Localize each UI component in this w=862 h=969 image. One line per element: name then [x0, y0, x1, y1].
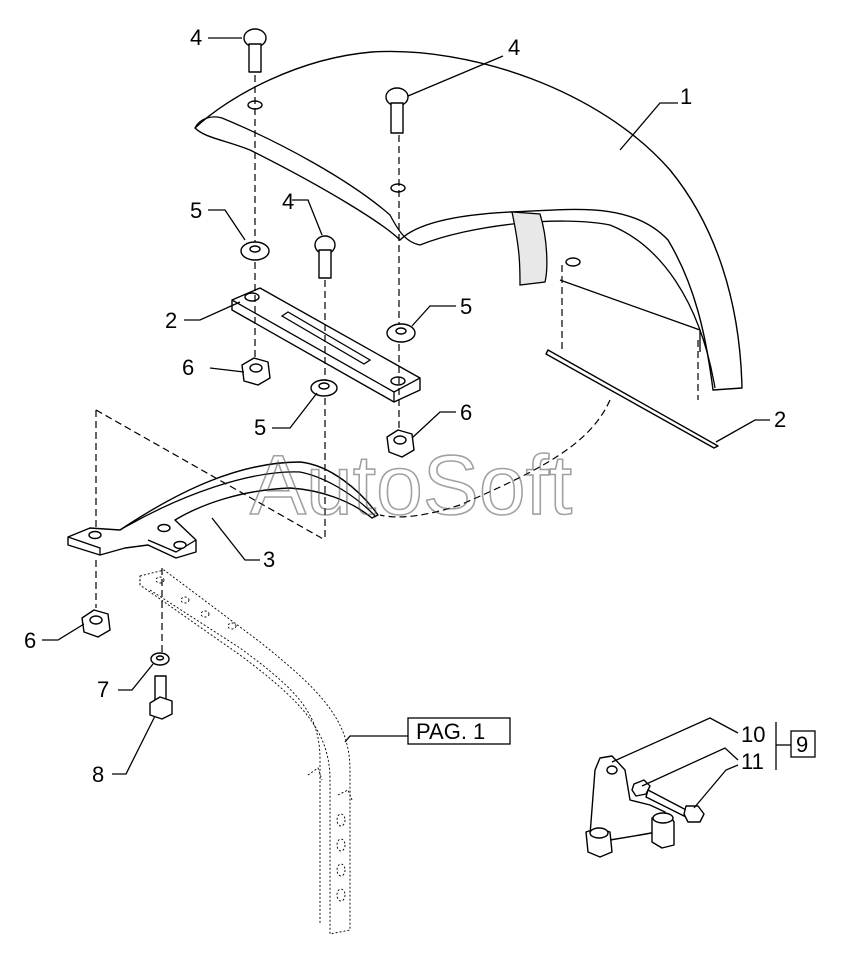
- callout-10: 10: [741, 722, 765, 747]
- callout-2-right: 2: [774, 407, 786, 432]
- callout-7: 7: [97, 677, 109, 702]
- callout-9: 9: [796, 732, 808, 757]
- callout-5-c: 5: [254, 415, 266, 440]
- fender-part: [194, 50, 743, 391]
- leader-lines: [42, 37, 770, 809]
- callout-8: 8: [92, 762, 104, 787]
- washer-part-5-c: [310, 379, 338, 397]
- callout-labels: 4 4 1 5 4 2 5 6 6 5 2 3 6 7 8 10 11: [24, 25, 786, 787]
- bolt-part-8: [149, 675, 173, 720]
- callout-6-b: 6: [460, 400, 472, 425]
- callout-5-a: 5: [190, 198, 202, 223]
- nut-part-6-b: [386, 429, 415, 458]
- assembly-lines: [95, 75, 699, 652]
- callout-6-a: 6: [182, 355, 194, 380]
- watermark: AutoSoft: [250, 438, 572, 532]
- bolt-part-4-right: [385, 87, 409, 134]
- washer-part-7: [150, 652, 170, 666]
- trim-strip-part: [545, 349, 719, 449]
- callout-4-top: 4: [190, 25, 202, 50]
- bolt-part-4-top: [243, 28, 267, 73]
- mount-bracket-part-9: [585, 755, 705, 858]
- callout-6-c: 6: [24, 628, 36, 653]
- washer-part-5-a: [240, 241, 270, 261]
- page-reference-label: PAG. 1: [416, 719, 485, 744]
- callout-3: 3: [263, 547, 275, 572]
- callout-9-box: 9: [775, 722, 816, 770]
- callout-2-left: 2: [165, 308, 177, 333]
- callout-4-right: 4: [508, 35, 520, 60]
- page-reference-box[interactable]: PAG. 1: [407, 717, 511, 745]
- frame-reference: [139, 569, 353, 935]
- support-bracket-part: [67, 461, 379, 559]
- washer-part-5-b: [386, 323, 416, 343]
- bolt-part-4-mid: [314, 235, 336, 279]
- nut-part-6-c: [81, 609, 111, 638]
- callout-11: 11: [741, 749, 764, 774]
- callout-5-b: 5: [460, 294, 472, 319]
- nut-part-6-a: [241, 357, 271, 386]
- callout-1: 1: [680, 84, 692, 109]
- callout-4-mid: 4: [282, 189, 294, 214]
